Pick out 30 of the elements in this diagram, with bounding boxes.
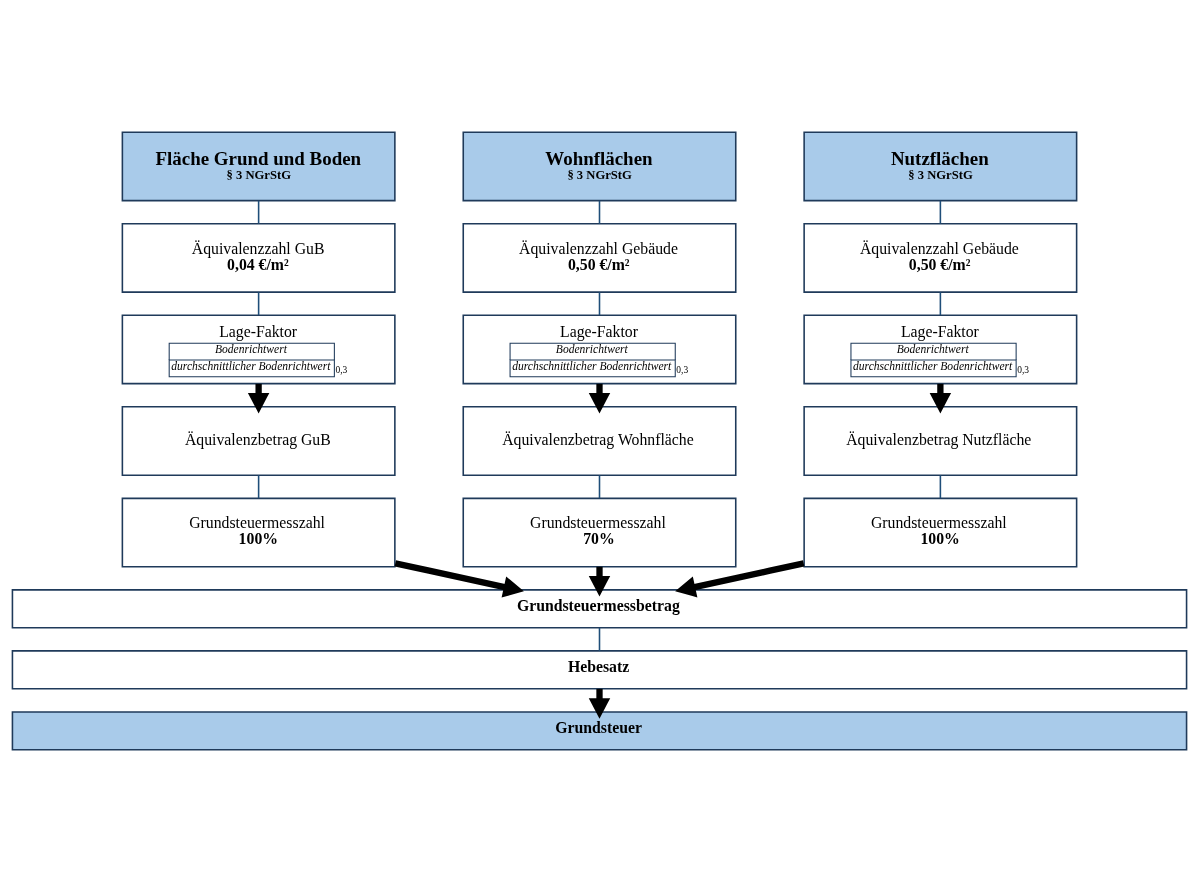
node-box: Wohnflächen § 3 NGrStG <box>462 131 737 202</box>
node-box: Grundsteuer <box>11 711 1188 751</box>
arrow <box>394 560 524 598</box>
connector <box>598 474 601 499</box>
node-box: Äquivalenzzahl Gebäude 0,50 €/m² <box>462 222 737 293</box>
node-box: Lage-Faktor Bodenrichtwert durchschnittlicher Bodenrichtwert 0,3 <box>803 314 1078 385</box>
connector <box>257 291 260 316</box>
connector <box>257 474 260 499</box>
node-box: Äquivalenzbetrag Wohnfläche <box>462 406 737 476</box>
node-box: Äquivalenzbetrag Nutzfläche <box>803 406 1078 476</box>
connector <box>598 199 601 225</box>
connector <box>598 627 601 652</box>
node-box: Grundsteuermesszahl 70% <box>462 497 737 568</box>
node-box: Nutzflächen § 3 NGrStG <box>803 131 1078 202</box>
node-box: Grundsteuermesszahl 100% <box>121 497 396 568</box>
node-box: Äquivalenzzahl Gebäude 0,50 €/m² <box>803 222 1078 293</box>
node-box: Grundsteuermesszahl 100% <box>803 497 1078 568</box>
node-box: Äquivalenzzahl GuB 0,04 €/m² <box>121 222 396 293</box>
arrow <box>675 560 805 598</box>
connector <box>257 199 260 225</box>
node-box: Lage-Faktor Bodenrichtwert durchschnittlicher Bodenrichtwert 0,3 <box>121 314 396 385</box>
node-box: Fläche Grund und Boden § 3 NGrStG <box>121 131 396 202</box>
node-box: Grundsteuermessbetrag <box>11 589 1188 629</box>
node-box: Lage-Faktor Bodenrichtwert durchschnittlicher Bodenrichtwert 0,3 <box>462 314 737 385</box>
node-box: Äquivalenzbetrag GuB <box>121 406 396 476</box>
connector <box>598 291 601 316</box>
connector <box>939 291 942 316</box>
node-box: Hebesatz <box>11 650 1188 690</box>
connector <box>939 474 942 499</box>
connector <box>939 199 942 225</box>
